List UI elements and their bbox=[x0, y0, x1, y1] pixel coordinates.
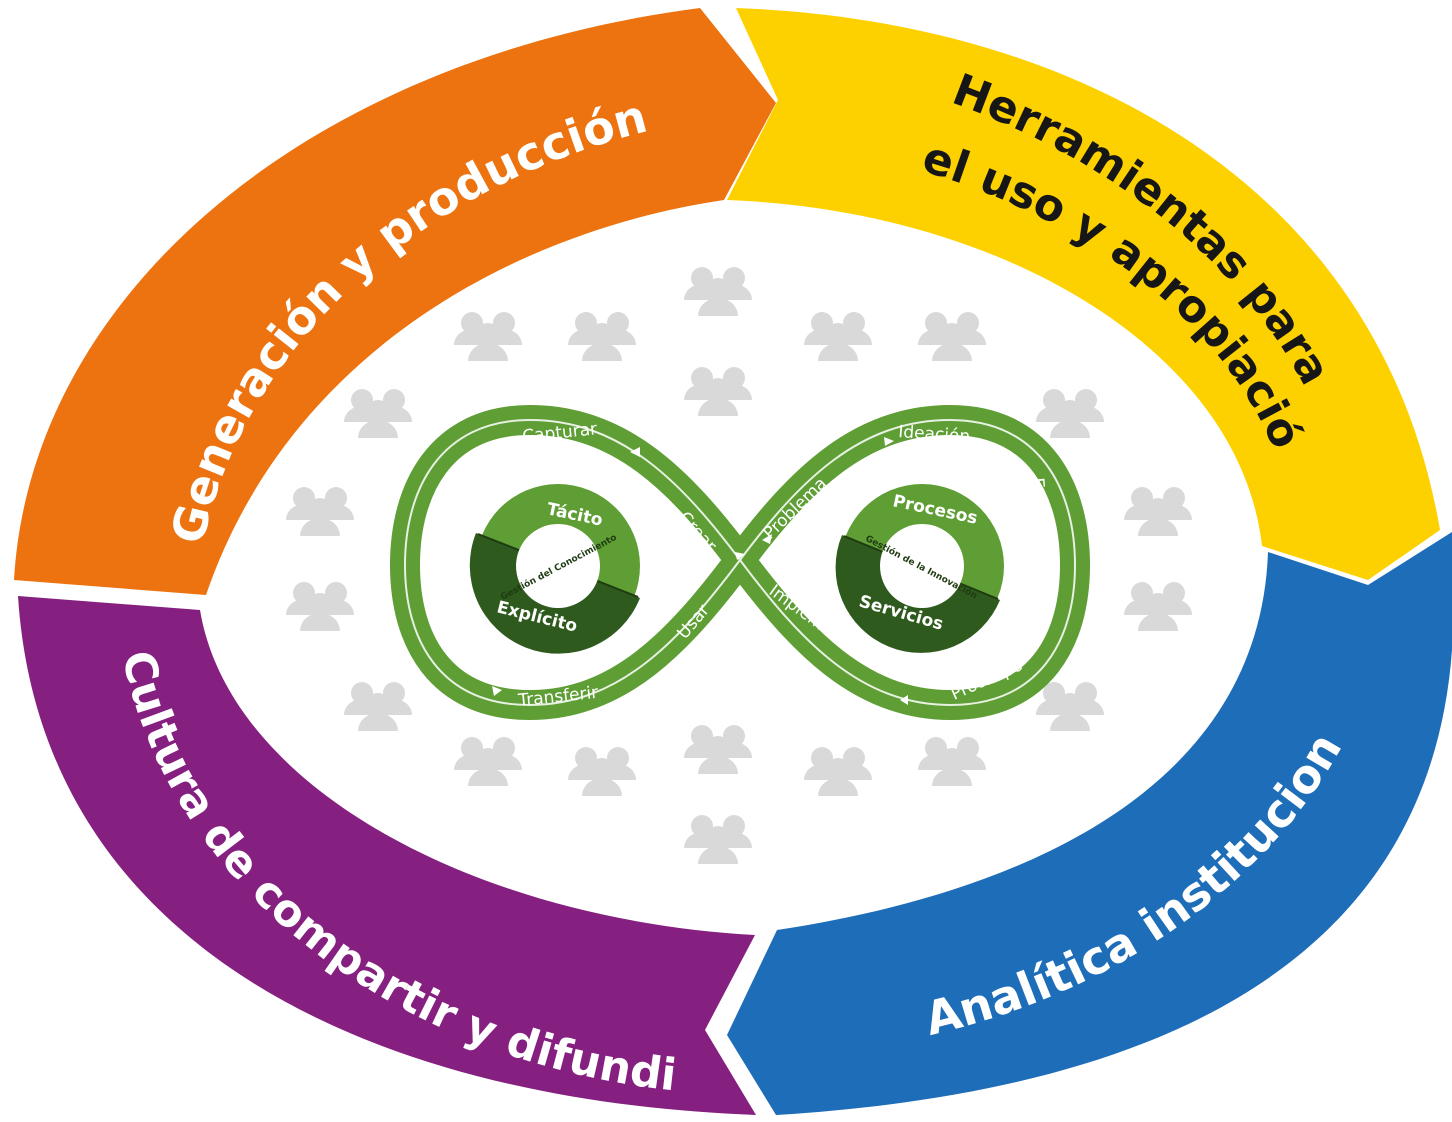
people-icon bbox=[684, 367, 752, 416]
arrow-icon bbox=[444, 498, 452, 508]
step-organizar: Organizar bbox=[425, 541, 452, 626]
people-icon bbox=[918, 312, 986, 361]
people-icon bbox=[286, 582, 354, 631]
people-icon bbox=[1124, 582, 1192, 631]
people-icon bbox=[568, 312, 636, 361]
segment-analitica bbox=[727, 532, 1452, 1115]
arrow-icon bbox=[492, 686, 502, 696]
arrow-icon bbox=[1012, 466, 1022, 474]
people-icon bbox=[568, 747, 636, 796]
ring-segments bbox=[14, 8, 1452, 1115]
people-icon bbox=[684, 815, 752, 864]
people-icon bbox=[684, 725, 752, 774]
people-icon bbox=[344, 682, 412, 731]
arrow-icon bbox=[762, 534, 772, 544]
infinity-band-inner-line bbox=[403, 418, 1077, 707]
segment-generacion bbox=[14, 8, 776, 595]
people-icon bbox=[918, 737, 986, 786]
people-icon bbox=[804, 747, 872, 796]
segment-cultura bbox=[18, 596, 756, 1115]
loop-arrows bbox=[444, 437, 1037, 705]
core-gestion-innovacion: Procesos Servicios Gestión de la Innovac… bbox=[835, 484, 1004, 653]
people-icon bbox=[684, 267, 752, 316]
segment-herramientas bbox=[727, 8, 1440, 580]
core-center bbox=[516, 524, 600, 608]
people-icon bbox=[1036, 389, 1104, 438]
infinity-loop bbox=[390, 405, 1090, 720]
arrow-icon bbox=[630, 447, 640, 457]
arrow-icon bbox=[884, 437, 894, 446]
arrow-icon bbox=[1028, 627, 1037, 637]
people-icon bbox=[804, 312, 872, 361]
arrow-icon bbox=[660, 670, 670, 679]
step-ideacion: Ideación bbox=[898, 422, 971, 447]
people-icon bbox=[1124, 487, 1192, 536]
core-gestion-conocimiento: Tácito Explícito Gestión del Conocimient… bbox=[469, 484, 640, 654]
people-icon bbox=[454, 312, 522, 361]
arrow-icon bbox=[900, 695, 908, 705]
people-icon bbox=[344, 389, 412, 438]
arrow-icon bbox=[735, 552, 745, 560]
people-icon bbox=[286, 487, 354, 536]
people-icon bbox=[454, 737, 522, 786]
people-icon bbox=[1036, 682, 1104, 731]
core-center bbox=[880, 524, 964, 608]
